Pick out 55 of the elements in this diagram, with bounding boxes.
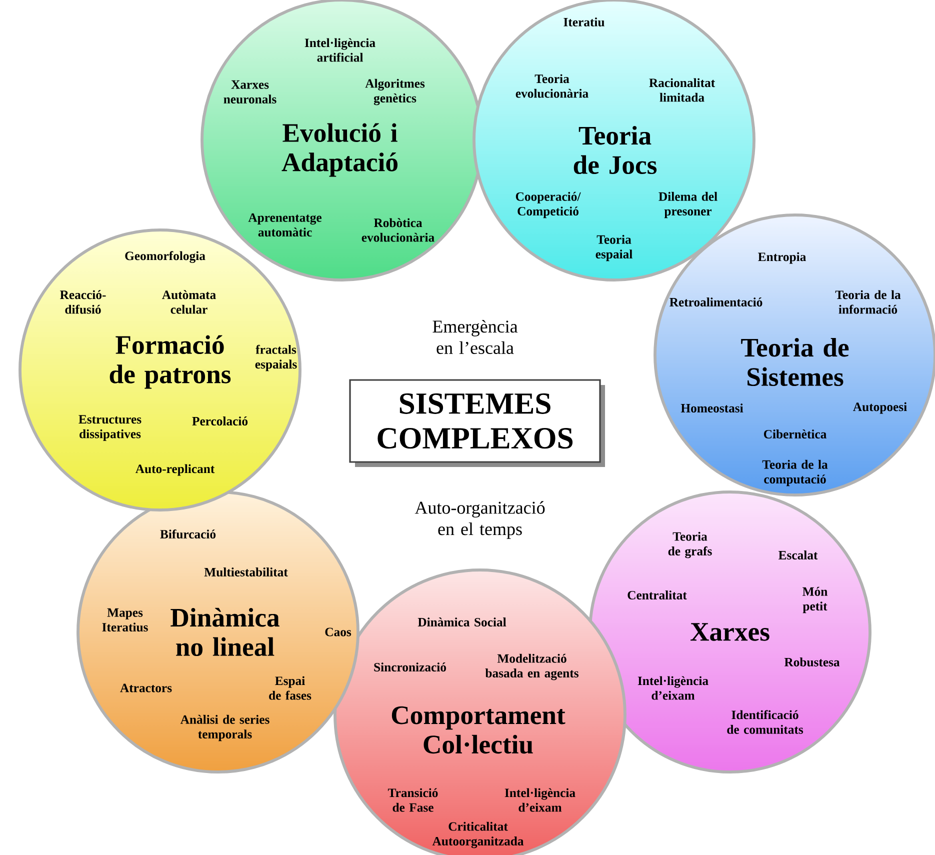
topic-heading: Xarxes — [690, 623, 770, 641]
topic-heading: Comportament Col·lectiu — [392, 706, 566, 754]
term-label: Iteratiu — [564, 18, 604, 26]
term-label: Geomorfologia — [125, 251, 206, 263]
topic-heading: Teoria de Sistemes — [741, 338, 849, 386]
term-label: Racionalitat limitada — [649, 78, 716, 102]
term-label: Xarxes neuronals — [224, 80, 276, 104]
term-label: Intel·ligència d’eixam — [638, 676, 708, 700]
term-label: Teoria de la informació — [835, 290, 901, 314]
term-label: Cibernètica — [764, 430, 826, 438]
term-label: Teoria de la computació — [762, 460, 828, 486]
term-label: Centralitat — [628, 590, 687, 600]
term-label: Percolació — [192, 416, 248, 426]
term-label: Anàlisi de series temporals — [180, 714, 270, 742]
term-label: Transició de Fase — [388, 788, 438, 812]
term-label: Teoria espaial — [596, 234, 632, 262]
term-label: Bifurcació — [160, 529, 216, 539]
term-label: Caos — [325, 628, 352, 636]
term-label: Algoritmes genètics — [365, 78, 425, 106]
caption-text: Auto-organització en el temps — [414, 501, 545, 539]
topic-heading: Teoria de Jocs — [574, 126, 657, 174]
topic-heading: Formació de patrons — [110, 335, 231, 389]
term-label: Mapes Iteratius — [102, 608, 148, 632]
term-label: Escalat — [778, 550, 818, 560]
topic-heading: Dinàmica no lineal — [170, 608, 280, 656]
term-label: Retroalimentació — [670, 298, 762, 306]
term-label: Robustesa — [784, 658, 840, 666]
term-label: Atractors — [120, 684, 172, 692]
title-box: SISTEMES COMPLEXOS — [349, 379, 605, 467]
term-label: Intel·ligència artificial — [304, 38, 376, 62]
term-label: Homeostasi — [680, 404, 744, 412]
term-label: Teoria evolucionària — [516, 74, 588, 98]
term-label: Sincronizació — [374, 662, 446, 672]
term-label: Autòmata celular — [162, 290, 216, 314]
topic-heading: Evolució i Adaptació — [282, 123, 398, 177]
term-label: Estructures dissipatives — [78, 415, 142, 441]
term-label: Dilema del presoner — [658, 192, 718, 218]
term-label: Multiestabilitat — [204, 568, 288, 576]
term-label: Teoria de grafs — [668, 532, 712, 558]
term-label: Modelització basada en agents — [485, 654, 578, 680]
term-label: Auto-replicant — [136, 464, 215, 476]
term-label: Reacció- difusió — [60, 290, 106, 314]
term-label: Identificació de comunitats — [727, 710, 804, 734]
caption-text: Emergència en l’escala — [432, 320, 518, 354]
term-label: Espai de fases — [269, 676, 312, 700]
term-label: Intel·ligència d’eixam — [504, 788, 576, 812]
term-label: Autopoesi — [853, 402, 907, 414]
term-label: Dinàmica Social — [418, 618, 506, 626]
term-label: Criticalitat Autoorganitzada — [432, 822, 524, 848]
term-label: Aprenentatge automàtic — [248, 213, 322, 237]
term-label: fractals espaials — [255, 344, 297, 372]
term-label: Cooperació/ Competició — [516, 192, 581, 218]
term-label: Entropia — [758, 252, 806, 264]
term-label: Món petit — [802, 586, 828, 614]
term-label: Robòtica evolucionària — [362, 218, 434, 242]
